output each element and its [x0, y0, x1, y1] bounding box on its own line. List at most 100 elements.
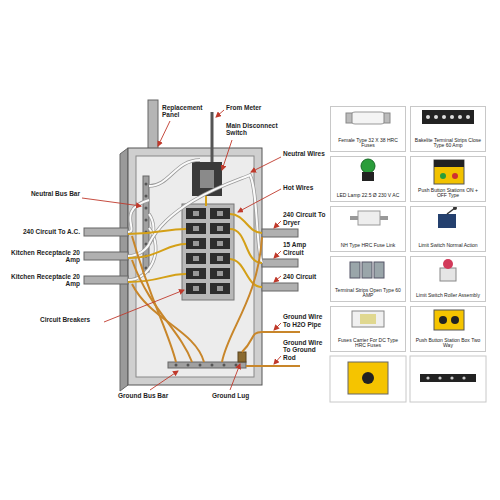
- product-icon: [362, 262, 372, 278]
- bus-bar: [175, 364, 178, 367]
- product-icon: [380, 216, 388, 220]
- callout-label: Neutral Bus Bar: [22, 190, 80, 197]
- breaker-symbol: [217, 211, 223, 216]
- leader-line: [238, 189, 281, 212]
- breaker-symbol: [186, 223, 206, 234]
- leader-line: [251, 157, 281, 172]
- product-icon: [442, 115, 446, 119]
- product-caption: Terminal Strips Open Type 60 AMP: [333, 288, 403, 299]
- breaker-symbol: [210, 283, 230, 294]
- main-switch: [200, 170, 214, 188]
- breaker-symbol: [186, 238, 206, 249]
- product-icon: [348, 362, 388, 394]
- breaker-symbol: [217, 271, 223, 276]
- bus-bar: [168, 362, 246, 368]
- leader-line: [222, 140, 232, 170]
- breaker-symbol: [217, 256, 223, 261]
- bus-bar: [145, 219, 148, 222]
- product-icon: [439, 316, 447, 324]
- product-icon: [434, 160, 464, 167]
- leader-line: [274, 276, 281, 282]
- breaker-symbol: [210, 238, 230, 249]
- neutral-wire: [149, 160, 200, 186]
- product-caption: Push Button Station Box Two Way: [413, 338, 483, 349]
- product-tile: LED Lamp 22.5 Ø 230 V AC: [330, 156, 406, 202]
- product-icon: [350, 216, 358, 220]
- hot-wire: [205, 196, 207, 206]
- breaker-symbol: [193, 211, 199, 216]
- product-caption: NH Type HRC Fuse Link: [333, 243, 403, 249]
- product-icon: [438, 214, 456, 228]
- breaker-symbol: [186, 253, 206, 264]
- hot-wire: [128, 274, 186, 282]
- product-tile: Female Type 32 X 38 HRC Fuses: [330, 106, 406, 152]
- product-icon: [350, 262, 360, 278]
- product-caption: Female Type 32 X 38 HRC Fuses: [333, 138, 403, 149]
- breaker-symbol: [193, 241, 199, 246]
- conduit-pipe: [262, 229, 298, 237]
- callout-label: 240 Circuit To Dryer: [283, 211, 327, 226]
- bus-bar: [199, 364, 202, 367]
- ground-wire: [246, 365, 300, 367]
- callout-label: Kitchen Receptacle 20 Amp: [4, 249, 80, 264]
- breaker-symbol: [193, 226, 199, 231]
- product-icon: [450, 376, 453, 379]
- product-icon: [330, 110, 486, 402]
- product-tile: Push Button Stations ON + OFF Type: [410, 156, 486, 202]
- callout-label: Kitchen Receptacle 20 Amp: [4, 273, 80, 288]
- product-icon: [440, 173, 446, 179]
- product-icon: [440, 268, 456, 281]
- product-icon: [374, 262, 384, 278]
- product-caption: Fuses Carrier For DC Type HRC Fuses: [333, 338, 403, 349]
- bus-bar: [145, 207, 148, 210]
- bus-bar: [145, 183, 148, 186]
- product-icon: [443, 259, 453, 269]
- panel-box: [120, 148, 128, 391]
- conduit-pipe: [84, 276, 128, 284]
- breaker-symbol: [210, 268, 230, 279]
- breaker-symbol: [182, 204, 234, 300]
- neutral-wire: [128, 214, 153, 256]
- product-icon: [422, 110, 474, 124]
- product-icon: [362, 372, 374, 384]
- product-caption: Bakelite Terminal Strips Close Type 60 A…: [413, 138, 483, 149]
- leader-line: [150, 371, 178, 390]
- hot-wire: [230, 229, 262, 263]
- hot-wire: [128, 229, 186, 234]
- main-switch: [192, 162, 222, 196]
- product-tile: Limit Switch Normal Action: [410, 206, 486, 252]
- product-icon: [350, 112, 386, 124]
- callout-label: Ground Wire To H2O Pipe: [283, 313, 327, 328]
- product-icon: [426, 115, 430, 119]
- neutral-wire: [128, 160, 262, 280]
- breaker-symbol: [217, 241, 223, 246]
- leader-line: [158, 121, 170, 146]
- product-icon: [420, 374, 476, 382]
- callout-label: From Meter: [226, 104, 276, 111]
- bus-bar: [211, 364, 214, 367]
- ground-wire: [132, 284, 204, 362]
- product-caption: Push Button Stations ON + OFF Type: [413, 188, 483, 199]
- callout-label: Replacement Panel: [162, 104, 208, 119]
- leader-line: [230, 364, 240, 390]
- leader-line: [104, 290, 184, 322]
- ground-wire: [132, 260, 192, 362]
- callout-label: 240 Circuit To A.C.: [4, 228, 80, 235]
- product-icon: [451, 316, 459, 324]
- ground-wire: [222, 237, 262, 362]
- product-caption: LED Lamp 22.5 Ø 230 V AC: [333, 193, 403, 199]
- panel-box: [120, 100, 262, 391]
- leader-line: [82, 198, 141, 206]
- bus-bar: [223, 364, 226, 367]
- bus-bar: [235, 364, 238, 367]
- bus-bar: [187, 364, 190, 367]
- product-icon: [458, 115, 462, 119]
- product-tile: Push Button Station Box Two Way: [410, 306, 486, 352]
- leader-line: [216, 110, 224, 117]
- product-icon: [384, 113, 390, 123]
- product-icon: [438, 376, 441, 379]
- product-icon: [358, 211, 380, 225]
- leader-line: [82, 110, 281, 390]
- conduit-pipe: [262, 283, 298, 291]
